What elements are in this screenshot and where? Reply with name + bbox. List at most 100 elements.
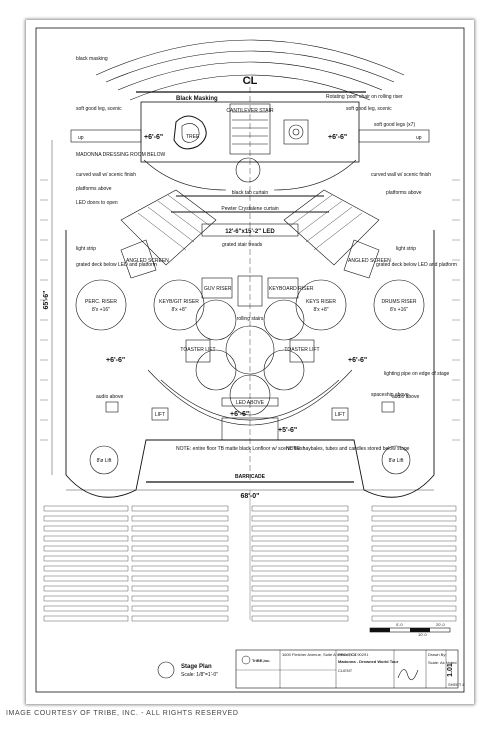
seat-row	[251, 595, 349, 602]
dim-front-right: +5'-6"	[278, 427, 297, 434]
seat-row	[43, 515, 129, 522]
company-address: 1600 Fletcher Avenue, Suite A Venice, CA…	[282, 652, 369, 657]
plan-scale: Scale: 1/8"=1'-0"	[181, 672, 218, 678]
seat-row	[131, 615, 229, 622]
lift-8-left-label: 8'ø Lift	[97, 458, 112, 464]
dim-mid-left: +6'-6"	[106, 357, 125, 364]
seat-row	[371, 555, 457, 562]
seat-row	[43, 585, 129, 592]
seat-row	[131, 545, 229, 552]
toaster-right-label: TOASTER LIFT	[284, 347, 319, 353]
seat-row	[251, 605, 349, 612]
sheet-border	[35, 27, 465, 693]
seat-row	[371, 525, 457, 532]
led-above-label: LED ABOVE	[236, 400, 265, 406]
title-block: TriBE,inc. 1600 Fletcher Avenue, Suite A…	[235, 649, 465, 689]
dim-mid-right: +6'-6"	[348, 357, 367, 364]
seat-row	[251, 545, 349, 552]
tribe-logo-icon	[241, 655, 251, 665]
seat-row	[371, 505, 457, 512]
seat-row	[131, 565, 229, 572]
scale-bar-20: 20'-0	[436, 622, 446, 627]
black-masking-label: Black Masking	[176, 96, 218, 102]
seat-row	[43, 545, 129, 552]
seat-row	[43, 605, 129, 612]
seat-row	[43, 525, 129, 532]
curved-wall-left-label: curved wall w/ scenic finish	[76, 172, 136, 178]
seat-row	[251, 565, 349, 572]
seat-row	[131, 535, 229, 542]
soft-good-leg-left-label: soft good leg, scenic	[76, 106, 122, 112]
dim-horizontal: 68'-0"	[241, 493, 260, 500]
seat-row	[43, 575, 129, 582]
seat-row	[371, 585, 457, 592]
light-strip-left-label: light strip	[76, 246, 96, 252]
seat-row	[43, 505, 129, 512]
seat-row	[371, 615, 457, 622]
drums-riser-label: DRUMS RISER	[381, 299, 416, 305]
toaster-left-label: TOASTER LIFT	[180, 347, 215, 353]
rolling-stairs-label: rolling stairs	[237, 316, 264, 322]
seat-row	[251, 585, 349, 592]
perc-riser-label: PERC. RISER	[85, 299, 117, 305]
light-strip-right-label: light strip	[396, 246, 416, 252]
lift-right-label: LIFT	[335, 412, 345, 418]
soft-good-legs-label: soft good legs (x7)	[374, 122, 415, 128]
seat-row	[371, 535, 457, 542]
seat-row	[251, 505, 349, 512]
keygit-height-label: 8'x +8"	[171, 307, 186, 313]
pewter-curtain-label: Pewter Crystalene curtain	[221, 206, 278, 212]
led-wall-label: 12'-6"x15'-2" LED	[225, 229, 275, 235]
seat-row	[131, 505, 229, 512]
drums-height-label: 8'x +16"	[390, 307, 408, 313]
seat-row	[251, 575, 349, 582]
project-label: PROJECT	[338, 652, 357, 657]
seat-row	[43, 565, 129, 572]
image-credit: IMAGE COURTESY OF TRIBE, INC. - ALL RIGH…	[6, 710, 239, 717]
guv-riser-label: GUV RISER	[204, 286, 232, 292]
led-doors-label: LED doors to open	[76, 200, 118, 206]
rotating-chair-label: Rotating 'poof' chair on rolling riser	[326, 94, 403, 100]
seat-row	[371, 515, 457, 522]
dim-front: +6'-6"	[230, 411, 249, 418]
scale-bar: 0'-0 10'-0 20'-0	[369, 622, 451, 637]
perc-height-label: 8'x +16"	[92, 307, 110, 313]
plan-title: Stage Plan	[181, 664, 212, 670]
seat-row	[371, 545, 457, 552]
keygit-riser-label: KEYB/GIT RISER	[159, 299, 199, 305]
platforms-above-right-label: platforms above	[386, 190, 422, 196]
seat-row	[43, 595, 129, 602]
tree-label: TREE	[186, 134, 200, 140]
audio-left-label: audio above	[96, 394, 123, 400]
up-left-label: up	[78, 135, 84, 141]
audio-right-label: audio above	[392, 394, 419, 400]
seat-row	[43, 615, 129, 622]
seat-row	[131, 585, 229, 592]
grated-deck-left-label: grated deck below LED and platform	[76, 262, 157, 268]
project-name: Madonna - Drowned World Tour	[338, 659, 399, 664]
black-tab-curtain-label: black tab curtain	[232, 190, 269, 196]
keyboard-riser-label: KEYBOARD RISER	[269, 286, 314, 292]
barricade-label: BARRICADE	[235, 474, 266, 480]
seat-row	[131, 605, 229, 612]
drawn-by-label: Drawn By:	[428, 652, 446, 657]
company-name: TriBE,inc.	[252, 658, 270, 663]
platforms-above-left-label: platforms above	[76, 186, 112, 192]
seat-row	[371, 595, 457, 602]
seat-row	[131, 515, 229, 522]
signature	[397, 669, 419, 681]
audience-seating	[43, 505, 457, 622]
scale-bar-10: 10'-0	[418, 632, 428, 637]
seat-row	[371, 575, 457, 582]
lighting-pipe-label: lighting pipe on edge of stage	[384, 371, 450, 377]
seat-row	[251, 525, 349, 532]
madonna-dressing-label: MADONNA DRESSING ROOM BELOW	[76, 152, 165, 158]
client-label: CLIENT	[338, 668, 353, 673]
note-right-label: NOTE: haybales, tubes and candles stored…	[286, 446, 410, 452]
drawing-sheet: CL black masking Black Masking CANTILEVE…	[26, 20, 474, 704]
center-line-label: CL	[243, 75, 258, 87]
angled-screen-left-label: ANGLED SCREEN	[126, 258, 169, 264]
seat-row	[131, 555, 229, 562]
seat-row	[251, 555, 349, 562]
soft-good-leg-right-label: soft good leg, scenic	[346, 106, 392, 112]
